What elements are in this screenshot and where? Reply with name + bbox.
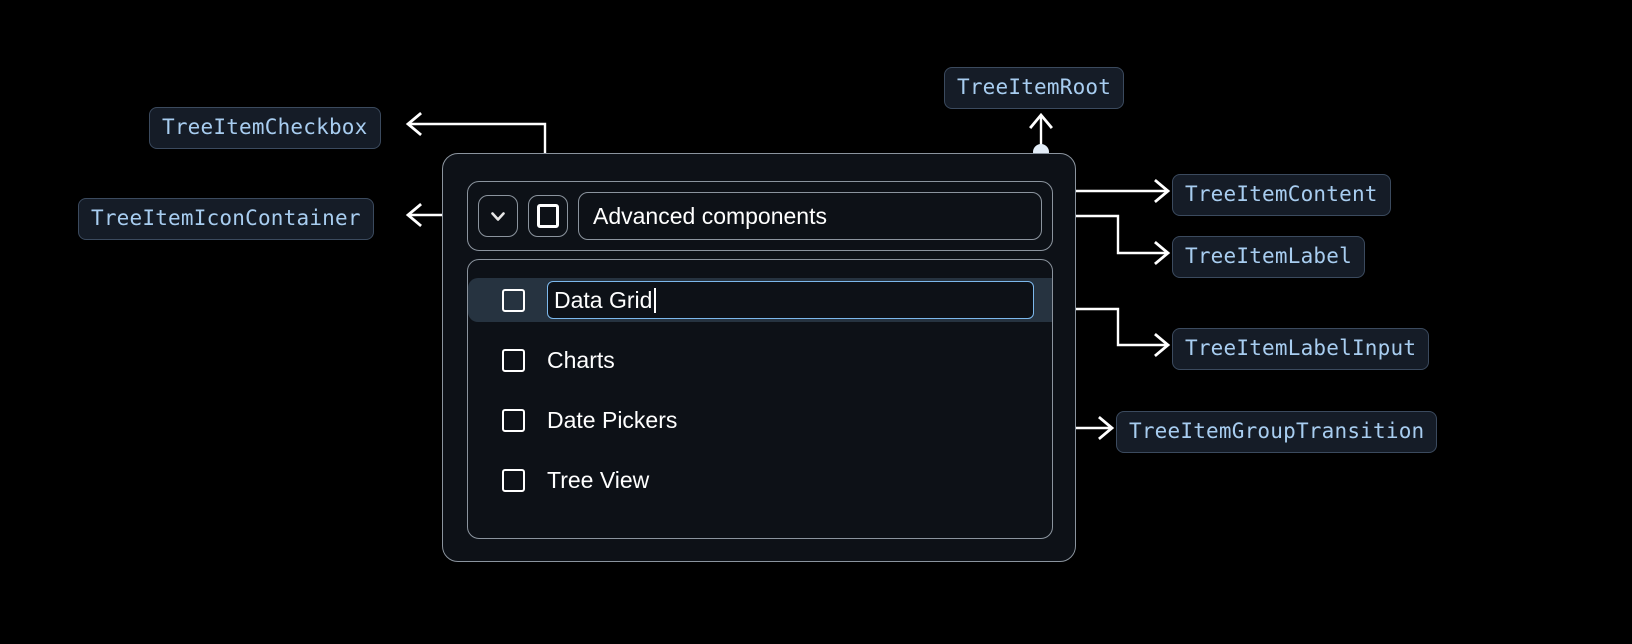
tree-row-label: Tree View <box>547 466 650 493</box>
arrowhead-icon-container <box>405 203 422 227</box>
arrowhead-checkbox <box>405 112 422 136</box>
tree-item-checkbox[interactable] <box>528 195 568 237</box>
checkbox-unchecked-icon <box>537 204 559 228</box>
chip-label: TreeItemLabel <box>1185 244 1352 268</box>
row-checkbox-unchecked-icon[interactable] <box>502 408 525 432</box>
tree-item-content[interactable]: Advanced components <box>467 181 1053 251</box>
tree-row[interactable]: Data Grid <box>468 278 1052 322</box>
tree-item-label-input[interactable]: Data Grid <box>547 281 1034 319</box>
label-input-value: Data Grid <box>554 286 653 313</box>
tree-item-group-transition: Data Grid Charts Date Pickers Tree View <box>467 259 1053 539</box>
arrowhead-label-input <box>1154 333 1171 357</box>
tree-item-label-text: Advanced components <box>593 202 827 229</box>
tree-row-label: Date Pickers <box>547 406 678 433</box>
arrowhead-root <box>1029 112 1053 129</box>
tree-row-label: Charts <box>547 346 615 373</box>
tree-row[interactable]: Date Pickers <box>468 398 1052 442</box>
row-checkbox-unchecked-icon[interactable] <box>502 348 525 372</box>
text-caret <box>654 287 656 313</box>
chip-label: TreeItemContent <box>1185 182 1378 206</box>
annotation-chip-tree-item-root: TreeItemRoot <box>944 67 1125 109</box>
chip-label: TreeItemLabelInput <box>1185 336 1417 360</box>
annotation-chip-tree-item-label-input: TreeItemLabelInput <box>1172 328 1430 370</box>
row-checkbox-unchecked-icon[interactable] <box>502 288 525 312</box>
tree-item-root[interactable]: Advanced components Data Grid Charts Dat… <box>442 153 1076 562</box>
arrowhead-label <box>1154 241 1171 265</box>
chip-label: TreeItemGroupTransition <box>1129 419 1425 443</box>
tree-row[interactable]: Charts <box>468 338 1052 382</box>
tree-row[interactable]: Tree View <box>468 458 1052 502</box>
arrowhead-group-transition <box>1098 416 1115 440</box>
chip-label: TreeItemCheckbox <box>162 115 368 139</box>
annotation-chip-tree-item-content: TreeItemContent <box>1172 174 1391 216</box>
chevron-down-icon <box>491 212 505 221</box>
arrowhead-content <box>1154 179 1171 203</box>
chip-label: TreeItemIconContainer <box>91 206 361 230</box>
annotation-chip-tree-item-icon-container: TreeItemIconContainer <box>78 198 374 240</box>
tree-item-label[interactable]: Advanced components <box>578 192 1042 240</box>
row-checkbox-unchecked-icon[interactable] <box>502 468 525 492</box>
chip-label: TreeItemRoot <box>957 75 1112 99</box>
annotation-chip-tree-item-label: TreeItemLabel <box>1172 236 1365 278</box>
annotation-chip-tree-item-checkbox: TreeItemCheckbox <box>149 107 381 149</box>
annotation-chip-tree-item-group-transition: TreeItemGroupTransition <box>1116 411 1438 453</box>
tree-item-icon-container[interactable] <box>478 195 518 237</box>
